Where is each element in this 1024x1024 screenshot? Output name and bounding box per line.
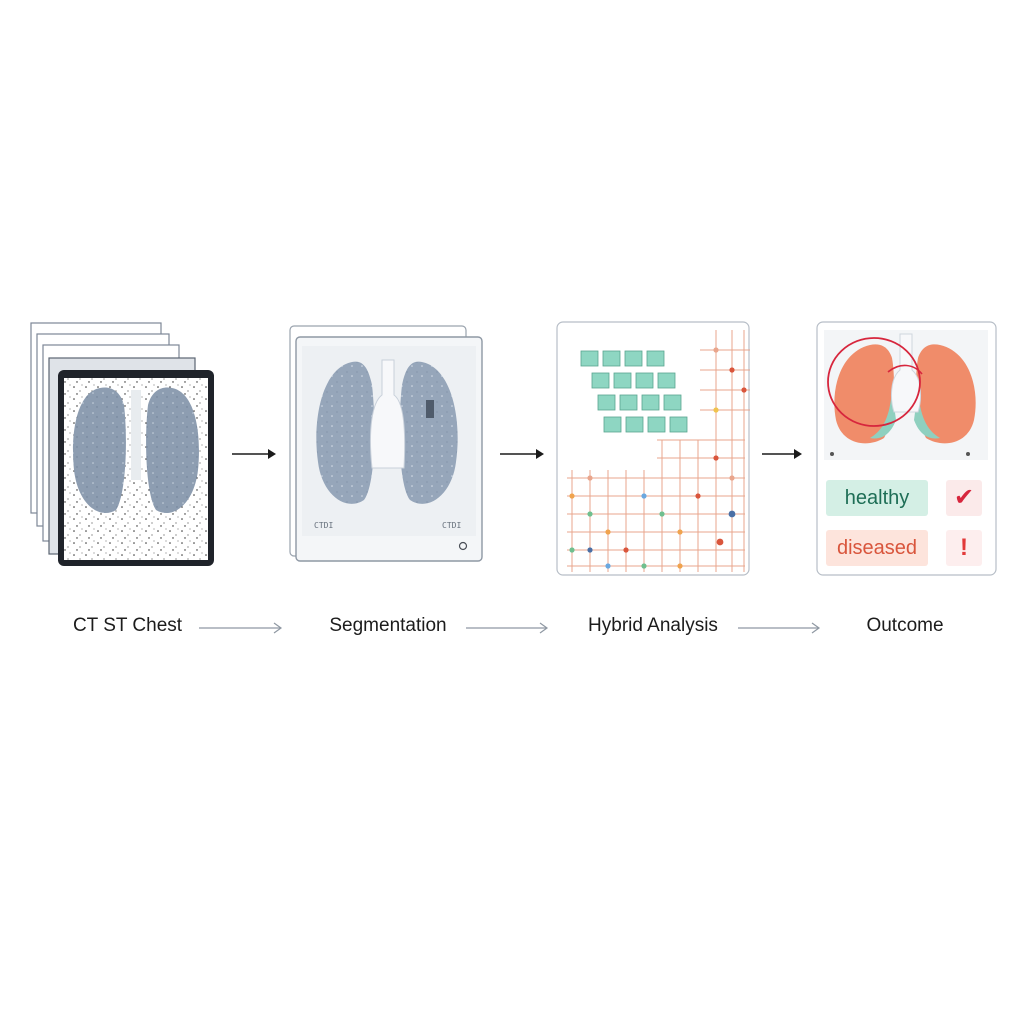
stage-label-segmentation: Segmentation: [329, 615, 447, 636]
seg-caption-left: CTDI: [314, 521, 333, 530]
outcome-airway: [891, 333, 921, 413]
analysis-nodes: [569, 347, 747, 569]
outcome-right-lung: [916, 344, 976, 444]
healthy-badge: healthy: [826, 480, 928, 516]
seg-caption-right: CTDI: [442, 521, 461, 530]
outcome-detection-circle: [827, 337, 921, 427]
hybrid-analysis-panel: [556, 321, 750, 576]
outcome-left-lung-highlight: [870, 390, 896, 439]
seg-airway: [369, 359, 406, 469]
ct-scan-stack: [30, 322, 214, 566]
ct-trachea: [131, 390, 141, 480]
seg-right-lung: [399, 361, 458, 504]
seg-marker: [426, 400, 434, 418]
check-icon: ✔: [946, 480, 982, 516]
stage-label-hybrid-analysis: Hybrid Analysis: [588, 615, 718, 636]
exclamation-icon: !: [946, 530, 982, 566]
feature-tiles: [580, 350, 688, 433]
arrow-2: [500, 449, 544, 459]
seg-left-lung: [316, 361, 375, 504]
arrow-1: [232, 449, 276, 459]
outcome-detection-arc: [887, 364, 923, 375]
outcome-right-lung-highlight: [914, 390, 940, 439]
ct-right-lung: [146, 387, 199, 514]
arrow-3: [762, 449, 802, 459]
ct-left-lung: [73, 387, 126, 514]
segmentation-panel: CTDI CTDI: [289, 325, 483, 562]
stage-label-ct: CT ST Chest: [72, 615, 183, 636]
seg-corner-icon: [458, 541, 468, 551]
label-arrows: [199, 622, 821, 634]
diseased-badge: diseased: [826, 530, 928, 566]
stage-label-outcome: Outcome: [866, 615, 944, 636]
